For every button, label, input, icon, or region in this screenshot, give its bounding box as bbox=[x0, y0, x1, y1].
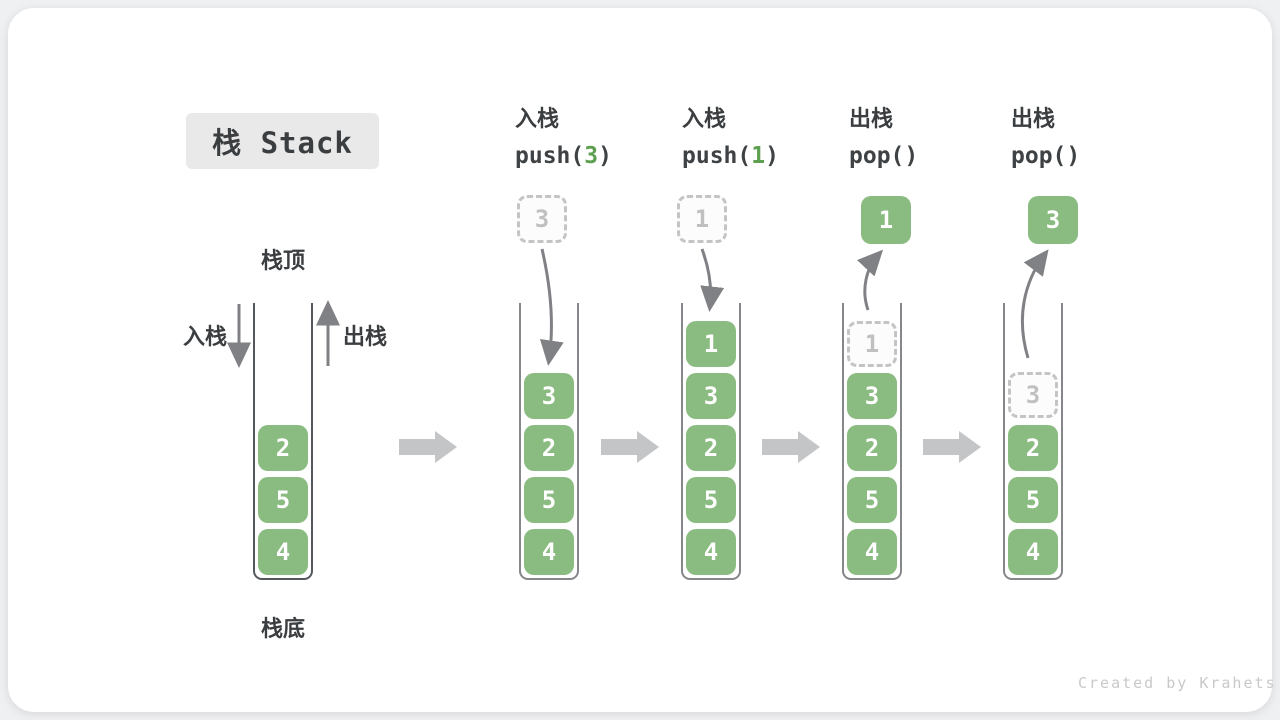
code-text: pop( bbox=[849, 143, 905, 169]
step-code-label: pop() bbox=[1011, 142, 1080, 170]
stack-cell: 3 bbox=[847, 373, 897, 419]
stack-cell: 1 bbox=[686, 321, 736, 367]
code-text: ) bbox=[765, 143, 779, 169]
stack-cell: 3 bbox=[524, 373, 574, 419]
step-code-label: pop() bbox=[849, 142, 918, 170]
code-text: pop( bbox=[1011, 143, 1067, 169]
step-header-pop-2: 出栈 pop() bbox=[1011, 106, 1080, 170]
push-1-arrow-icon bbox=[700, 248, 725, 312]
stack-bottom-label: 栈底 bbox=[260, 617, 305, 642]
step-transition-arrow-icon bbox=[923, 431, 981, 463]
stack-cell: 4 bbox=[258, 529, 308, 575]
stack-cell: 4 bbox=[686, 529, 736, 575]
step-code-label: push(3) bbox=[515, 142, 612, 170]
step-transition-arrow-icon bbox=[601, 431, 659, 463]
stack-cell: 5 bbox=[847, 477, 897, 523]
code-arg: 3 bbox=[584, 143, 599, 169]
code-text: ) bbox=[1066, 143, 1081, 169]
stack-cell: 3 bbox=[686, 373, 736, 419]
step-action-label: 入栈 bbox=[515, 107, 560, 132]
push-side-label: 入栈 bbox=[182, 325, 227, 350]
stack-cell: 4 bbox=[1008, 529, 1058, 575]
stack-cell: 2 bbox=[1008, 425, 1058, 471]
code-arg: 1 bbox=[751, 143, 766, 169]
step-action-label: 入栈 bbox=[682, 107, 727, 132]
stack-cell: 2 bbox=[258, 425, 308, 471]
stack-cell: 5 bbox=[1008, 477, 1058, 523]
step-code-label: push(1) bbox=[682, 142, 779, 170]
stack-cell: 4 bbox=[847, 529, 897, 575]
stack-cell: 5 bbox=[258, 477, 308, 523]
step-header-push-1: 入栈 push(1) bbox=[682, 106, 779, 170]
diagram-title: 栈 Stack bbox=[212, 126, 353, 160]
watermark: Created by Krahets bbox=[1078, 674, 1277, 692]
incoming-value-box: 3 bbox=[517, 195, 567, 243]
pop-side-label: 出栈 bbox=[343, 325, 388, 350]
stack-cell: 4 bbox=[524, 529, 574, 575]
step-transition-arrow-icon bbox=[399, 431, 457, 463]
popped-value-box: 1 bbox=[861, 196, 911, 244]
step-transition-arrow-icon bbox=[762, 431, 820, 463]
step-header-push-3: 入栈 push(3) bbox=[515, 106, 612, 170]
code-text: push( bbox=[682, 143, 752, 169]
stack-cell-ghost: 1 bbox=[847, 321, 897, 367]
stack-cell: 5 bbox=[686, 477, 736, 523]
stack-cell-ghost: 3 bbox=[1008, 372, 1058, 418]
stack-cell: 5 bbox=[524, 477, 574, 523]
stack-top-label: 栈顶 bbox=[260, 249, 305, 274]
stack-cell: 2 bbox=[686, 425, 736, 471]
code-text: ) bbox=[904, 143, 919, 169]
step-header-pop-1: 出栈 pop() bbox=[849, 106, 918, 170]
step-action-label: 出栈 bbox=[849, 107, 894, 132]
pop-1-arrow-icon bbox=[856, 249, 884, 311]
code-text: ) bbox=[598, 143, 612, 169]
incoming-value-box: 1 bbox=[677, 195, 727, 243]
step-action-label: 出栈 bbox=[1011, 107, 1056, 132]
code-text: push( bbox=[515, 143, 585, 169]
diagram-title-box: 栈 Stack bbox=[186, 113, 379, 169]
popped-value-box: 3 bbox=[1028, 196, 1078, 244]
stack-cell: 2 bbox=[524, 425, 574, 471]
stack-cell: 2 bbox=[847, 425, 897, 471]
